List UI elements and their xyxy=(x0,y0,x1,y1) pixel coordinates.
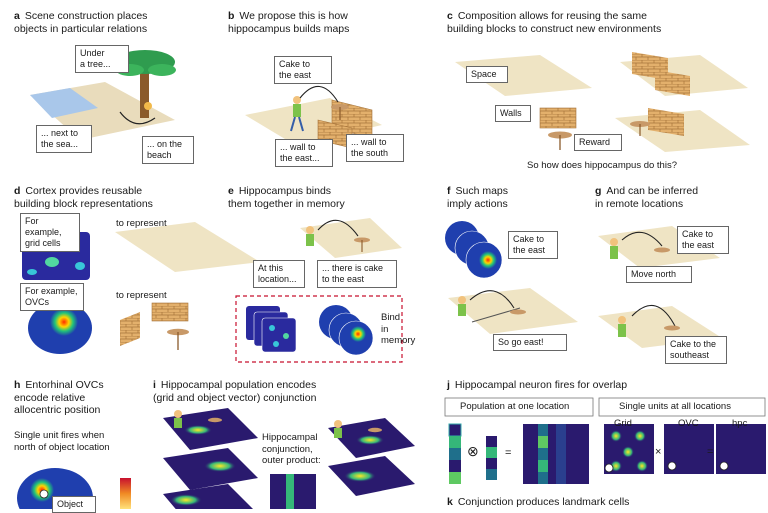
panel-j-illustration xyxy=(444,397,766,484)
label-cake-east: Cake to the east xyxy=(274,56,332,84)
memory-box xyxy=(235,295,403,363)
label-wall-east: ... wall to the east... xyxy=(275,139,333,167)
label-on-beach: ... on the beach xyxy=(142,136,194,164)
panel-c-illustration xyxy=(455,52,750,152)
op-equals-2: = xyxy=(707,446,714,458)
represent-text-2: to represent xyxy=(116,290,167,301)
colorbar xyxy=(120,478,131,509)
panel-f-illustration xyxy=(445,221,578,334)
op-times: × xyxy=(655,446,662,458)
represent-text-1: to represent xyxy=(116,218,167,229)
label-reward: Reward xyxy=(574,134,622,151)
op-outer-product: ⊗ xyxy=(467,443,479,459)
label-go-east: So go east! xyxy=(493,334,567,351)
label-wall-south: ... wall to the south xyxy=(346,134,404,162)
label-at-this-location: At this location... xyxy=(253,260,305,288)
panel-b-illustration xyxy=(245,85,382,149)
label-ovc: OVC xyxy=(678,418,699,429)
label-walls: Walls xyxy=(495,105,531,122)
label-under-tree: Under a tree... xyxy=(75,45,129,73)
label-cake-southeast: Cake to the southeast xyxy=(665,336,727,364)
box-population: Population at one location xyxy=(460,401,570,412)
op-equals-1: = xyxy=(505,447,512,459)
panel-h-caption: Single unit fires when north of object l… xyxy=(14,430,110,453)
palm-trunk xyxy=(140,68,149,118)
box-single-units: Single units at all locations xyxy=(619,401,731,412)
label-move-north: Move north xyxy=(626,266,692,283)
label-cake-to-east: ... there is cake to the east xyxy=(317,260,397,288)
label-object: Object xyxy=(52,496,96,513)
label-space: Space xyxy=(466,66,508,83)
panel-e-illustration xyxy=(235,218,403,363)
label-g-cake-east: Cake to the east xyxy=(677,226,729,254)
label-ovcs: For example, OVCs xyxy=(20,283,84,311)
label-grid-cells: For example, grid cells xyxy=(20,213,80,252)
bind-in-memory: Bind in memory xyxy=(381,312,416,346)
label-next-to-sea: ... next to the sea... xyxy=(36,125,92,153)
label-hpc: hpc xyxy=(732,418,748,429)
panel-i-illustration xyxy=(163,408,415,509)
label-f-cake-east: Cake to the east xyxy=(508,231,558,259)
panel-i-caption: Hippocampal conjunction, outer product: xyxy=(262,432,321,466)
panel-c-question: So how does hippocampus do this? xyxy=(527,160,677,171)
label-grid: Grid xyxy=(614,418,632,429)
